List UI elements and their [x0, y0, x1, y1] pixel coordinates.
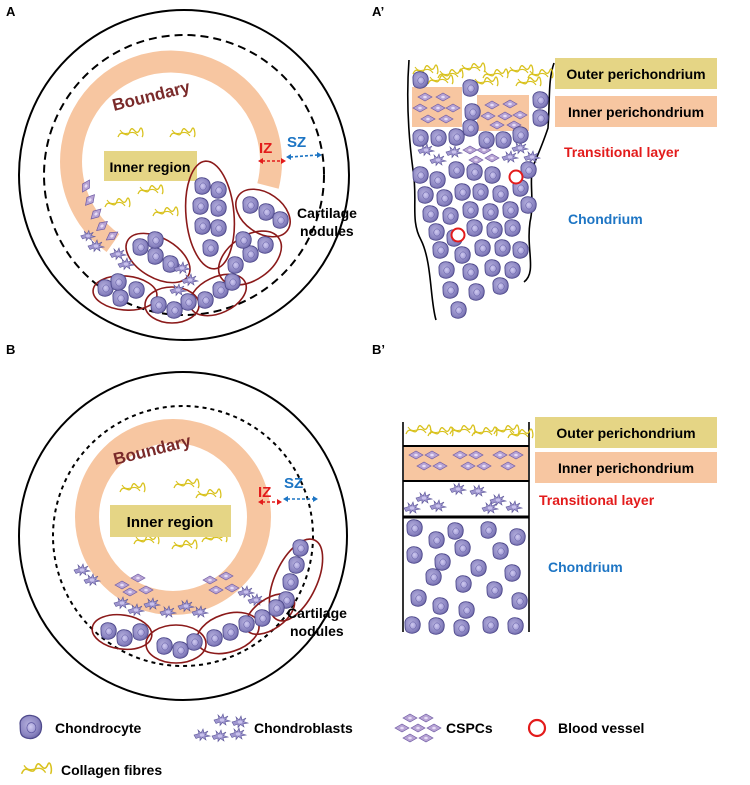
sz-arrowheads	[286, 152, 322, 160]
boundary-band	[60, 50, 283, 252]
transitional-layer-label: Transitional layer	[564, 144, 680, 160]
iz-label: IZ	[258, 484, 271, 501]
sz-label: SZ	[287, 134, 306, 151]
collagen-fibre-icon	[20, 762, 53, 775]
chondrium-label: Chondrium	[568, 211, 643, 227]
collagen-fibre	[137, 184, 164, 195]
panel-label-a: A	[6, 4, 16, 19]
inner-region-box	[104, 151, 197, 181]
legend-blood-vessel: Blood vessel	[527, 718, 644, 738]
legend-cspcs-label: CSPCs	[446, 720, 493, 736]
chondroblasts-icon	[193, 713, 249, 742]
inner-region-label: Inner region	[127, 514, 214, 531]
chondrium-chondrocytes	[404, 519, 528, 637]
collagen-fibre	[152, 206, 179, 217]
transitional-layer-label: Transitional layer	[539, 492, 655, 508]
panel-b-diagram: Boundary Inner region IZ SZ	[18, 371, 348, 701]
outer-circle	[18, 9, 350, 341]
blood-vessel	[450, 227, 466, 243]
sz-label: SZ	[284, 475, 303, 492]
inner-perichondrium-box	[535, 452, 717, 483]
collagen-fibre	[169, 127, 196, 138]
iz-label: IZ	[259, 140, 272, 157]
outer-perichondrium-box	[555, 58, 717, 89]
inner-region-box	[110, 505, 231, 537]
iz-arrowheads	[258, 499, 282, 505]
legend-cspcs: CSPCs	[394, 713, 493, 743]
blood-vessel	[508, 169, 524, 185]
cartilage-nodules	[92, 160, 291, 324]
cartilage-label-line1: Cartilage	[297, 205, 357, 221]
cartilage-label-line2: nodules	[290, 623, 344, 639]
collagen-fibre	[104, 197, 131, 208]
blood-vessel-icon	[527, 718, 547, 738]
panel-label-a-prime: A’	[372, 4, 384, 19]
legend-chondrocyte-label: Chondrocyte	[55, 720, 142, 736]
tissue-left-edge	[406, 59, 437, 321]
sz-arrow	[289, 154, 319, 158]
chondrocyte-icon	[19, 714, 43, 740]
cspcs-icon	[394, 713, 442, 743]
panel-label-b-prime: B’	[372, 342, 385, 357]
panel-a-prime-diagram: Outer perichondrium Inner perichondrium …	[406, 58, 717, 321]
legend-chondroblasts: Chondroblasts	[193, 713, 353, 742]
cartilage-label-line1: Cartilage	[287, 605, 347, 621]
legend-blood-vessel-label: Blood vessel	[558, 720, 644, 736]
inner-perichondrium-label: Inner perichondrium	[568, 104, 704, 120]
inner-perichondrium-box	[555, 96, 717, 127]
outer-perichondrium-label: Outer perichondrium	[556, 425, 695, 441]
panel-label-b: B	[6, 342, 15, 357]
legend: Chondrocyte Chondroblasts CSPCs Blood ve…	[19, 713, 644, 778]
outer-circle	[18, 371, 348, 701]
collagen-fibre	[117, 127, 144, 138]
legend-chondroblasts-label: Chondroblasts	[254, 720, 353, 736]
boundary-ring	[75, 419, 271, 615]
panel-a-diagram: Boundary Inner region IZ SZ	[18, 9, 357, 341]
outer-perichondrium-fibres	[405, 424, 534, 439]
cartilage-label-line2: nodules	[300, 223, 354, 239]
inner-region-label: Inner region	[110, 159, 191, 175]
outer-perichondrium-fibres	[412, 62, 554, 87]
legend-collagen: Collagen fibres	[20, 762, 162, 778]
panel-b-prime-diagram: Outer perichondrium Inner perichondrium …	[402, 417, 717, 637]
legend-collagen-label: Collagen fibres	[61, 762, 162, 778]
legend-chondrocyte: Chondrocyte	[19, 714, 142, 740]
outer-perichondrium-box	[535, 417, 717, 448]
chondrium-label: Chondrium	[548, 559, 623, 575]
dashed-circle	[43, 34, 325, 316]
outer-perichondrium-label: Outer perichondrium	[566, 66, 705, 82]
dotted-circle	[52, 405, 314, 667]
inner-perichondrium-label: Inner perichondrium	[558, 460, 694, 476]
transitional-chondroblasts	[403, 482, 523, 514]
